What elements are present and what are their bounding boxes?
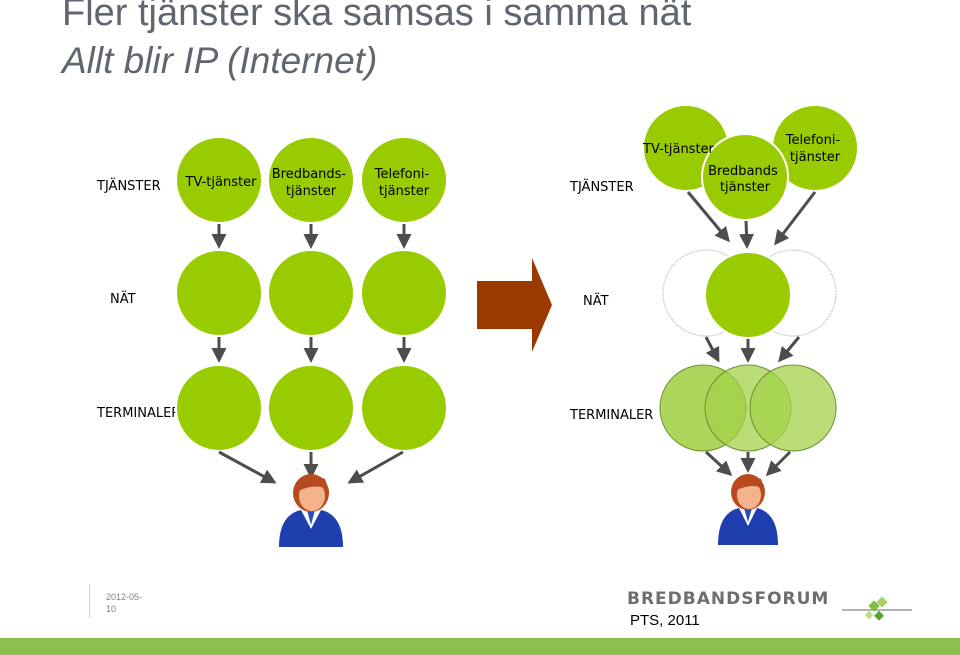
right-label-services: TJÄNSTER bbox=[569, 179, 634, 195]
right-network-circle bbox=[704, 251, 792, 339]
leaf-logo-icon bbox=[842, 596, 912, 621]
left-label-terminals: TERMINALER bbox=[96, 406, 180, 421]
right-diagram: TJÄNSTER NÄT TERMINALER TV-tjänster Bred… bbox=[569, 104, 859, 545]
right-service-label-broadband: Bredbands tjänster bbox=[708, 164, 782, 195]
right-label-network: NÄT bbox=[583, 293, 609, 309]
page-title: Fler tjänster ska samsas i samma nät bbox=[62, 0, 692, 34]
bottom-accent-bar bbox=[0, 638, 960, 655]
left-service-circle-telephony bbox=[360, 136, 448, 224]
user-icon bbox=[718, 474, 778, 545]
brand-logo-part1: BREDBANDS bbox=[627, 589, 755, 609]
right-arrows bbox=[686, 191, 817, 477]
right-arrow-tv-net bbox=[686, 191, 730, 243]
left-arrows bbox=[211, 224, 412, 484]
right-service-label-tv: TV-tjänster bbox=[642, 142, 715, 157]
right-service-label-telephony: Telefoni- tjänster bbox=[785, 133, 845, 165]
left-label-services: TJÄNSTER bbox=[96, 178, 161, 194]
left-network-circle-3 bbox=[360, 249, 448, 337]
footer-date: 2012-05-10 bbox=[106, 592, 143, 614]
left-label-network: NÄT bbox=[110, 291, 136, 307]
footer-credit: PTS, 2011 bbox=[630, 612, 700, 629]
left-network-circle-1 bbox=[175, 249, 263, 337]
right-arrow-term3-user bbox=[765, 450, 792, 477]
footer-divider bbox=[89, 584, 90, 618]
user-icon bbox=[279, 474, 343, 547]
left-terminal-circle-1 bbox=[175, 364, 263, 452]
page-subtitle: Allt blir IP (Internet) bbox=[62, 40, 378, 81]
right-arrow-net-term1 bbox=[704, 336, 720, 363]
left-service-label-broadband: Bredbands- tjänster bbox=[272, 167, 351, 199]
brand-logo-part2: FORUM bbox=[754, 589, 830, 609]
right-service-circle-broadband bbox=[701, 133, 789, 221]
right-label-terminals: TERMINALER bbox=[569, 408, 653, 423]
right-arrow-term1-user bbox=[704, 450, 733, 477]
right-arrow-net-term3 bbox=[778, 336, 801, 363]
left-service-label-tv: TV-tjänster bbox=[185, 175, 258, 190]
right-terminal-circle-3 bbox=[749, 364, 837, 452]
right-arrow-telephony-net bbox=[774, 191, 817, 246]
left-network-circle-2 bbox=[267, 249, 355, 337]
right-arrow-broadband-net bbox=[739, 220, 755, 249]
brand-logo: BREDBANDSFORUM bbox=[627, 589, 829, 609]
left-terminal-circle-3 bbox=[360, 364, 448, 452]
left-arrow-term1-user bbox=[218, 450, 277, 484]
right-arrow-icon bbox=[477, 258, 552, 352]
left-service-circle-broadband bbox=[267, 136, 355, 224]
left-arrow-term3-user bbox=[347, 450, 404, 484]
left-service-circle-tv bbox=[175, 136, 263, 224]
left-diagram: TJÄNSTER NÄT TERMINALER TV-tjänster Bred… bbox=[96, 136, 448, 547]
right-network-ghost-right bbox=[749, 249, 837, 337]
left-terminal-circle-2 bbox=[267, 364, 355, 452]
left-service-label-telephony: Telefoni- tjänster bbox=[374, 167, 434, 199]
